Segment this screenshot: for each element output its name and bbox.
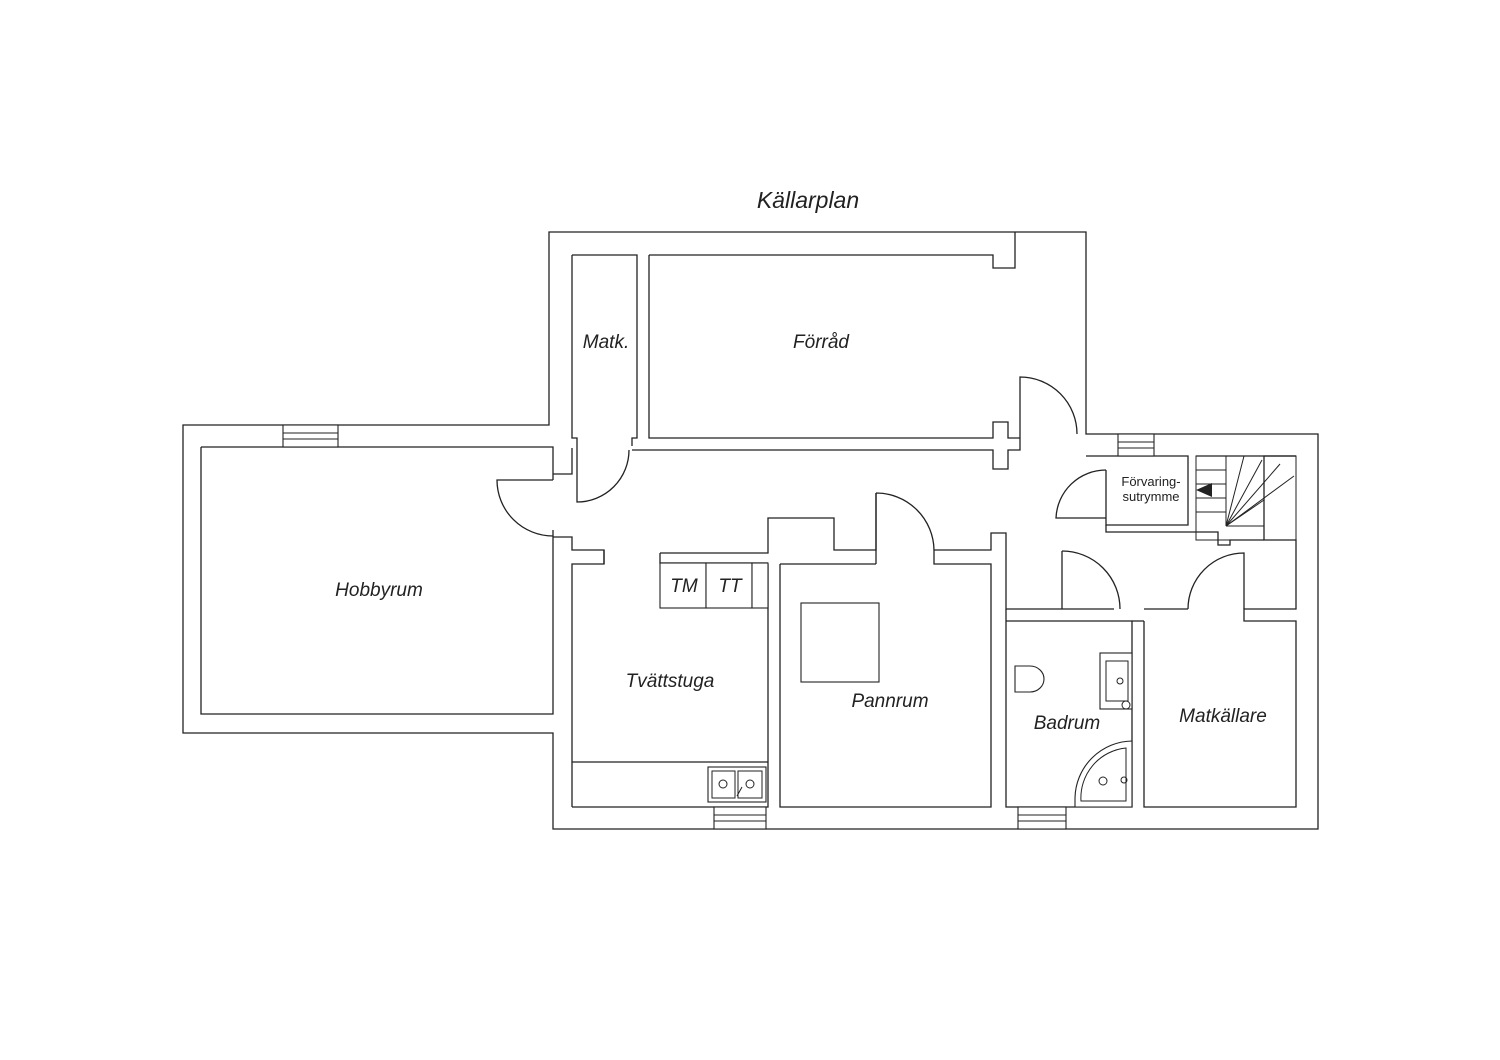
shower bbox=[1074, 740, 1133, 808]
boiler bbox=[800, 602, 880, 683]
fixtures bbox=[572, 562, 1133, 808]
outer-walls bbox=[182, 231, 1319, 830]
label-tvattstuga: Tvättstuga bbox=[626, 671, 715, 692]
label-hobbyrum: Hobbyrum bbox=[335, 580, 423, 601]
doors bbox=[496, 376, 1245, 610]
door-forvaring bbox=[1055, 469, 1107, 519]
plan-title: Källarplan bbox=[757, 187, 859, 213]
label-forvaring-line2: sutrymme bbox=[1122, 489, 1179, 504]
door-matkallare bbox=[1187, 552, 1245, 610]
toilet bbox=[1014, 665, 1045, 693]
door-forrad bbox=[1019, 376, 1078, 435]
door-pannrum bbox=[875, 492, 935, 564]
label-matkallare: Matkällare bbox=[1179, 706, 1267, 727]
label-forvaring-line1: Förvaring- bbox=[1121, 474, 1180, 489]
window-hobbyrum bbox=[282, 424, 339, 448]
tvattstuga-room-outline bbox=[572, 564, 769, 808]
window-tvattstuga bbox=[713, 806, 767, 830]
door-matk bbox=[576, 448, 630, 503]
window-badrum bbox=[1017, 806, 1067, 830]
door-hobbyrum bbox=[496, 479, 554, 537]
matk-room-outline bbox=[571, 254, 638, 448]
label-pannrum: Pannrum bbox=[851, 691, 928, 712]
stair-arrow-icon bbox=[1196, 483, 1212, 497]
double-sink bbox=[707, 766, 767, 803]
label-tt: TT bbox=[718, 576, 743, 597]
windows bbox=[282, 424, 1155, 830]
window-forvaring bbox=[1117, 433, 1155, 457]
room-outlines bbox=[200, 232, 1297, 808]
washing-machine bbox=[659, 562, 707, 609]
forvaring-outline bbox=[1105, 455, 1189, 526]
label-badrum: Badrum bbox=[1034, 713, 1101, 734]
door-badrum bbox=[1061, 550, 1121, 610]
label-matk: Matk. bbox=[583, 332, 629, 353]
stairs bbox=[1195, 455, 1297, 541]
tumble-dryer bbox=[705, 562, 753, 609]
matkallare-room-outline bbox=[1143, 455, 1297, 808]
forrad-room-outline bbox=[648, 232, 1020, 439]
label-tm: TM bbox=[670, 576, 698, 597]
wash-basin bbox=[1099, 652, 1133, 710]
label-forrad: Förråd bbox=[793, 332, 850, 353]
